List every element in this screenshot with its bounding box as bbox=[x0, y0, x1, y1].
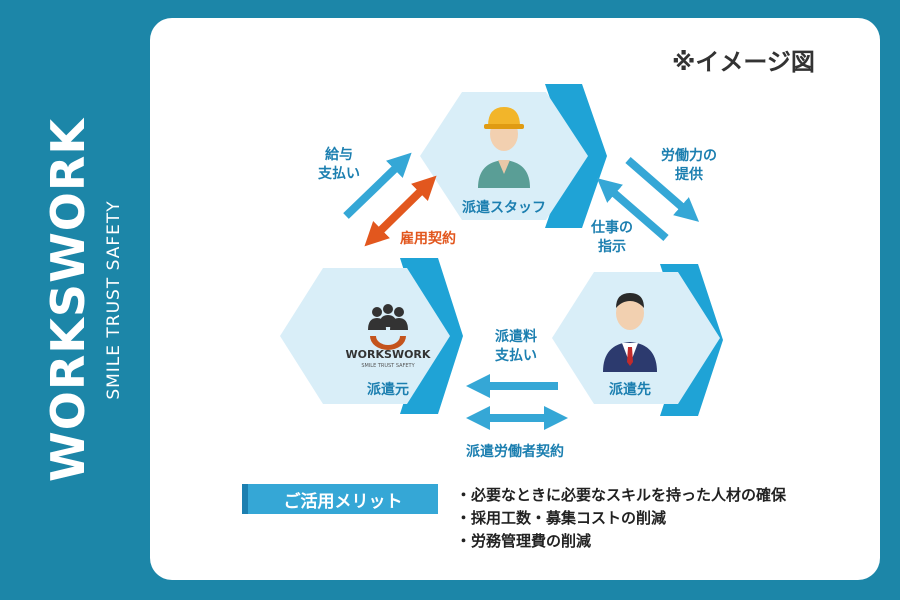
labor-label-2: 提供 bbox=[675, 166, 703, 183]
fee-label-1: 派遣料 bbox=[495, 328, 537, 345]
dispatch-contract-label: 派遣労働者契約 bbox=[466, 443, 564, 460]
businessman-icon bbox=[603, 293, 657, 372]
workswork-logo-icon bbox=[368, 304, 408, 350]
merit-title-badge: ご活用メリット bbox=[242, 484, 438, 514]
fee-label-2: 支払い bbox=[494, 347, 537, 364]
worker-hardhat-icon bbox=[478, 107, 530, 188]
instruction-label-1: 仕事の bbox=[590, 219, 633, 236]
client-hex bbox=[552, 272, 720, 404]
merit-item: ・労務管理費の削減 bbox=[456, 532, 592, 550]
staff-label: 派遣スタッフ bbox=[462, 199, 546, 216]
instruction-label-2: 指示 bbox=[598, 238, 626, 255]
client-node: 派遣先 bbox=[552, 264, 723, 416]
origin-hex bbox=[280, 268, 450, 404]
instruction-arrow bbox=[596, 178, 669, 242]
employment-arrow bbox=[364, 175, 437, 247]
origin-logo-tagline: SMILE TRUST SAFETY bbox=[361, 363, 415, 369]
merit-list: ・必要なときに必要なスキルを持った人材の確保 ・採用工数・募集コストの削減 ・労… bbox=[456, 484, 786, 553]
labor-arrow bbox=[625, 156, 700, 222]
employment-label: 雇用契約 bbox=[400, 230, 456, 247]
salary-label-1: 給与 bbox=[325, 146, 353, 163]
origin-label: 派遣元 bbox=[367, 381, 409, 398]
staff-node: 派遣スタッフ bbox=[420, 84, 607, 228]
origin-node: WORKSWORK SMILE TRUST SAFETY 派遣元 bbox=[280, 258, 463, 414]
salary-label-2: 支払い bbox=[317, 165, 360, 182]
labor-label-1: 労働力の bbox=[661, 147, 717, 164]
staff-hex bbox=[420, 92, 588, 220]
origin-logo-name: WORKSWORK bbox=[346, 348, 431, 361]
merit-item: ・採用工数・募集コストの削減 bbox=[456, 509, 667, 527]
merit-item: ・必要なときに必要なスキルを持った人材の確保 bbox=[456, 486, 787, 504]
image-note: ※イメージ図 bbox=[672, 48, 815, 76]
client-label: 派遣先 bbox=[609, 381, 651, 398]
